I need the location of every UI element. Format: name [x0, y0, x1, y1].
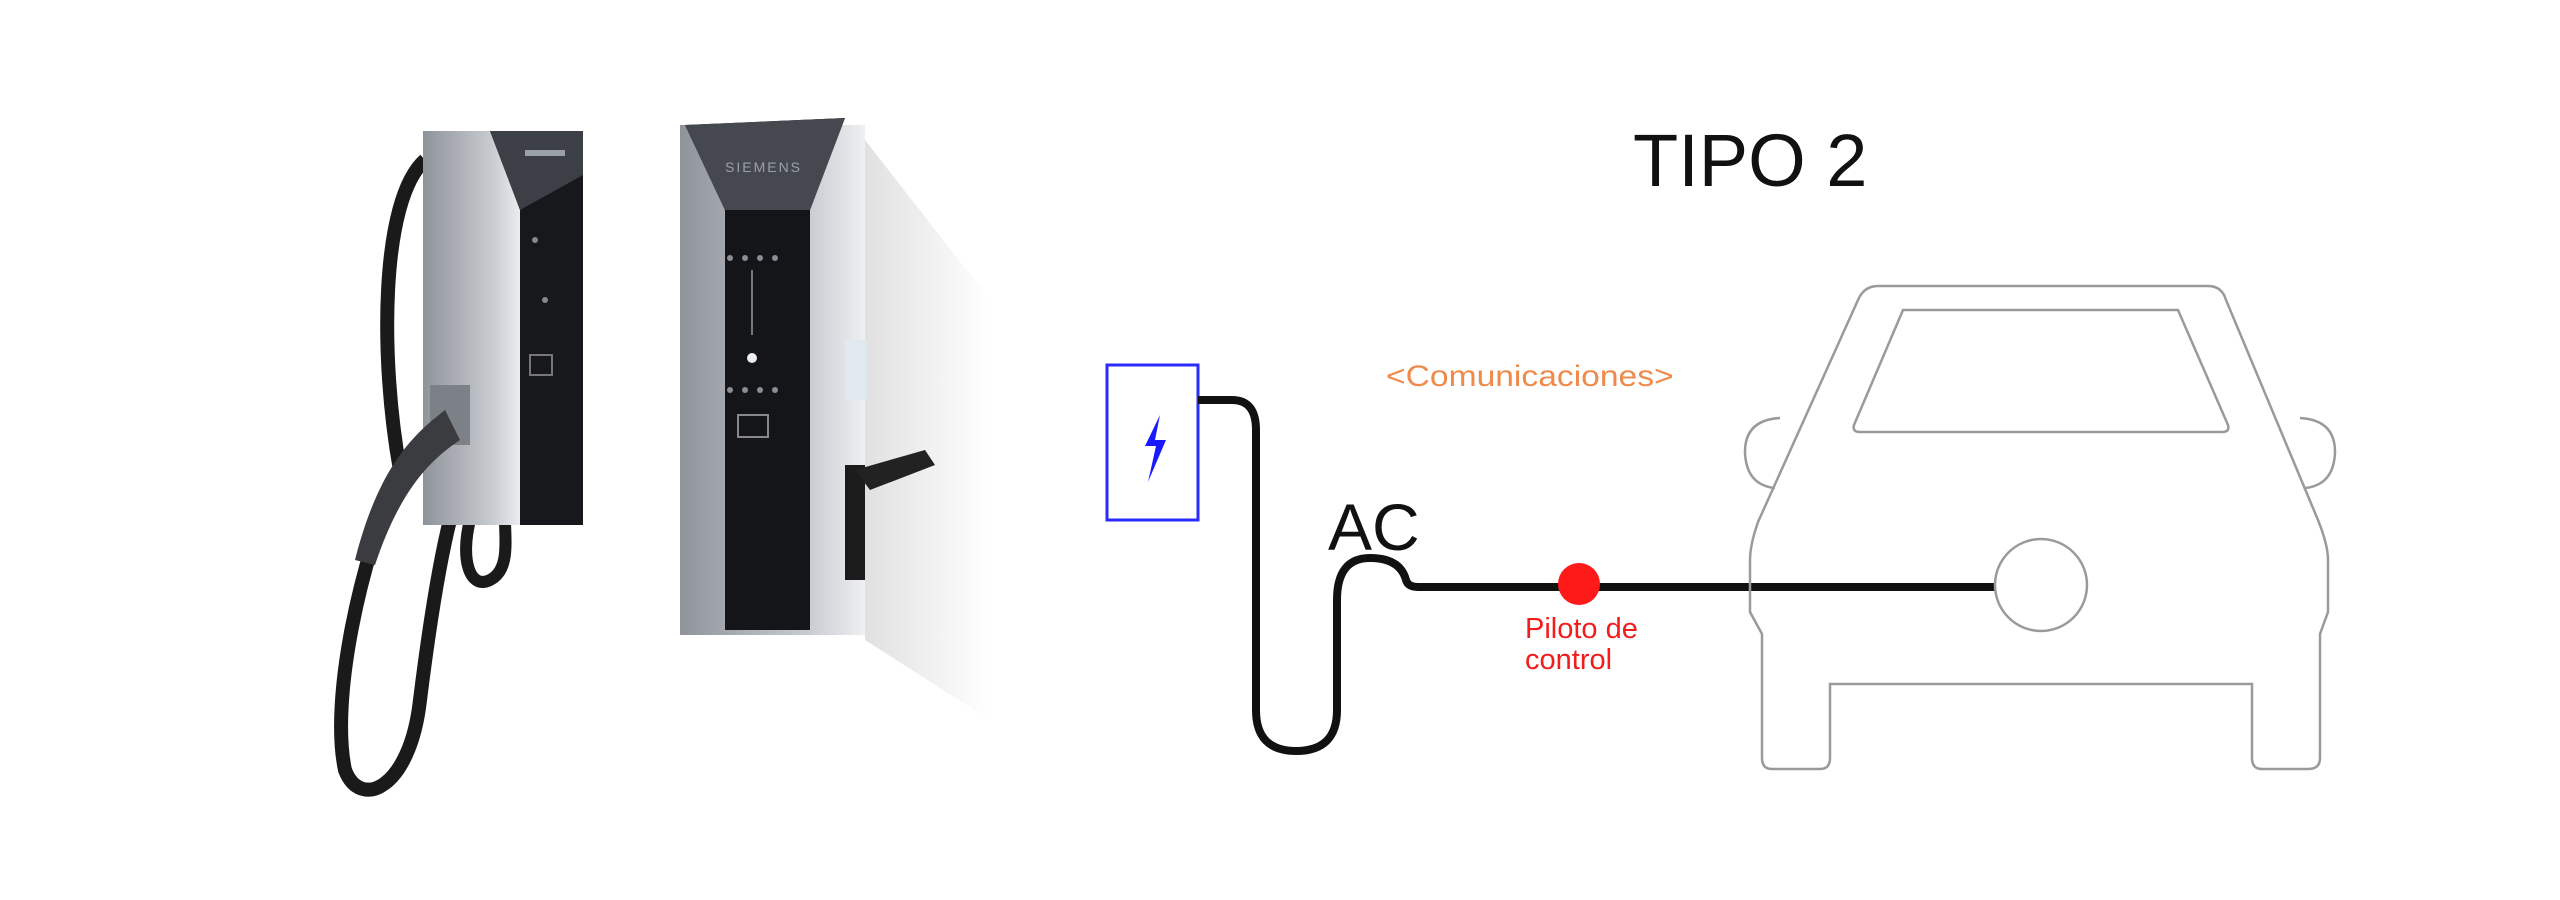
- charging-cable: [1198, 396, 1996, 755]
- lightning-icon: [1145, 415, 1166, 482]
- communications-label: <Comunicaciones>: [1386, 360, 1674, 393]
- pilot-control-label-line2: control: [1525, 644, 1613, 676]
- charger-photo-left: [334, 131, 583, 797]
- diagram-title: TIPO 2: [1633, 119, 1868, 202]
- car-icon: [1743, 284, 2337, 771]
- charger-photo-right: SIEMENS: [680, 118, 990, 720]
- pilot-control-label-line1: Piloto de: [1525, 613, 1638, 645]
- charger-brand-label: SIEMENS: [725, 159, 802, 175]
- pilot-control-dot: [1558, 563, 1600, 605]
- ac-label: AC: [1328, 490, 1420, 564]
